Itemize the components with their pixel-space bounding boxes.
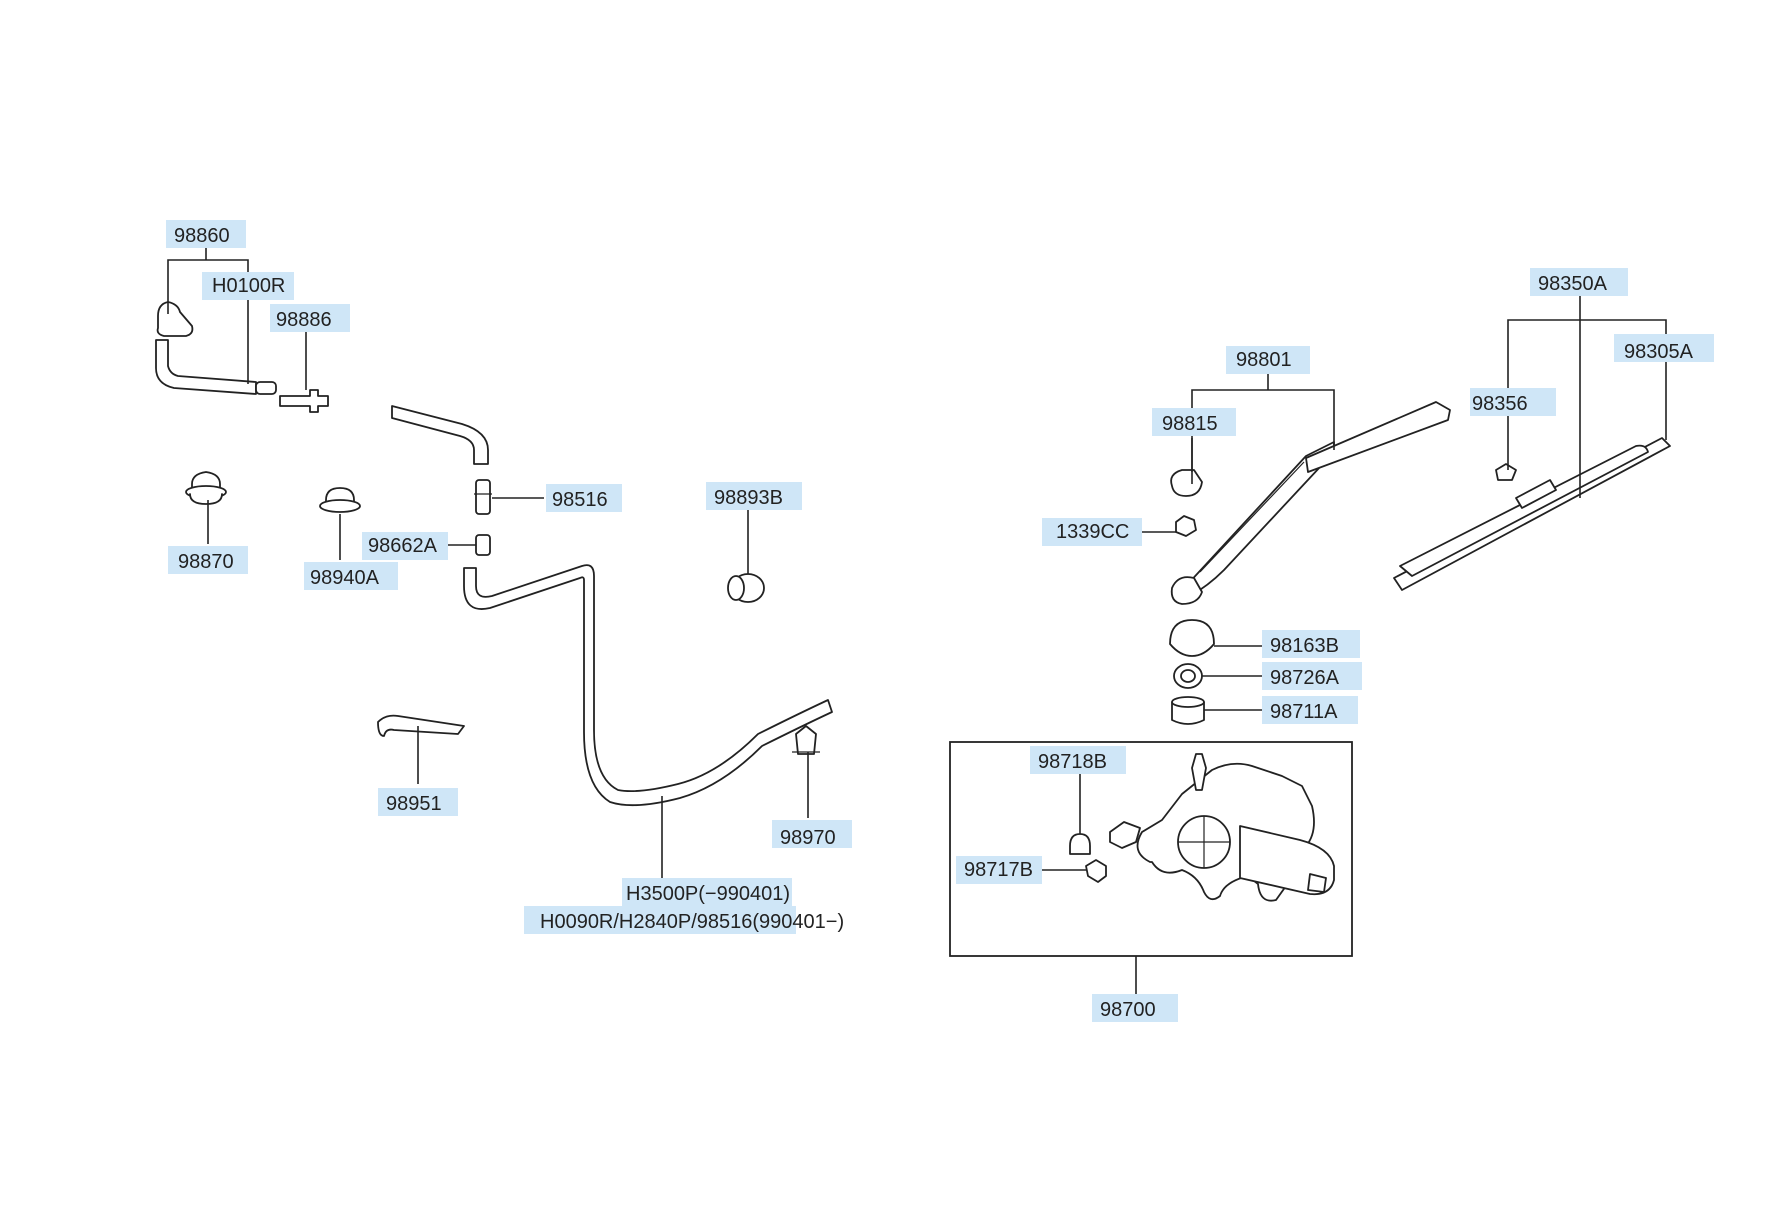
label-98870: 98870 xyxy=(178,551,234,573)
label-98717b: 98717B xyxy=(964,859,1033,881)
nut-1339cc xyxy=(1175,515,1197,537)
cap-98163b xyxy=(1169,619,1215,657)
label-98970: 98970 xyxy=(780,827,836,849)
hose-h0100r xyxy=(255,381,277,395)
label-h0100r: H0100R xyxy=(212,275,285,297)
label-98726a: 98726A xyxy=(1270,667,1340,689)
part-labels: 98860 H0100R 98886 98870 98940A 98516 98… xyxy=(166,220,1714,1022)
grommet-98870 xyxy=(185,471,227,505)
label-98516: 98516 xyxy=(552,489,608,511)
label-98711a: 98711A xyxy=(1270,701,1338,723)
wiper-arm-98801 xyxy=(1170,401,1451,605)
wiper-blade-98350a xyxy=(1393,437,1671,591)
grommet-98940a xyxy=(319,487,361,513)
hose-upper-segment xyxy=(391,405,489,465)
label-h0090r: H0090R/H2840P/98516(990401−) xyxy=(540,911,844,933)
clip-98356 xyxy=(1495,463,1517,481)
label-98662a: 98662A xyxy=(368,535,438,557)
part-98717b xyxy=(1085,859,1107,883)
grommet-98893b xyxy=(727,573,765,603)
label-98951: 98951 xyxy=(386,793,442,815)
bushing-98711a xyxy=(1171,696,1205,725)
washer-nozzle-98860 xyxy=(155,301,257,395)
label-98940a: 98940A xyxy=(310,567,380,589)
washer-98726a xyxy=(1173,663,1203,689)
label-98718b: 98718B xyxy=(1038,751,1107,773)
label-98860: 98860 xyxy=(174,225,230,247)
label-98350a: 98350A xyxy=(1538,273,1608,295)
label-98700: 98700 xyxy=(1100,999,1156,1021)
joint-98886 xyxy=(279,389,329,413)
motor-assembly-box xyxy=(949,741,1353,957)
connector-98662a xyxy=(475,534,491,556)
clip-98970 xyxy=(792,725,820,755)
connector-98516 xyxy=(474,479,492,515)
label-98886: 98886 xyxy=(276,309,332,331)
label-1339cc: 1339CC xyxy=(1056,521,1129,543)
label-98815: 98815 xyxy=(1162,413,1218,435)
hose-main xyxy=(463,564,833,807)
label-98356: 98356 xyxy=(1472,393,1528,415)
part-98718b xyxy=(1069,833,1091,855)
label-h3500p: H3500P(−990401) xyxy=(626,883,790,905)
clip-98951 xyxy=(377,714,465,737)
label-98305a: 98305A xyxy=(1624,341,1694,363)
leader-lines-left xyxy=(167,246,809,880)
wiper-motor-98700 xyxy=(1109,753,1335,902)
label-98893b: 98893B xyxy=(714,487,783,509)
cap-98815 xyxy=(1170,469,1203,497)
label-98163b: 98163B xyxy=(1270,635,1339,657)
label-98801: 98801 xyxy=(1236,349,1292,371)
